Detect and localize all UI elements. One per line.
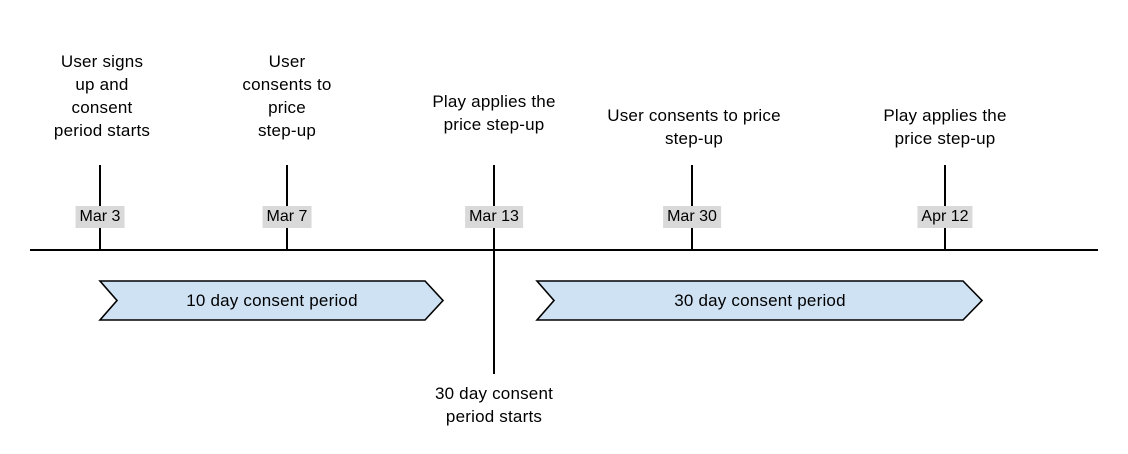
date-badge-mar-3: Mar 3	[75, 206, 125, 228]
date-badge-mar-7: Mar 7	[262, 206, 312, 228]
event-label-mar-13: Play applies the price step-up	[432, 92, 556, 134]
event-label-mar-3: User signs up and consent period starts	[53, 52, 151, 140]
event-label-mar-30: User consents to price step-up	[607, 106, 781, 148]
date-badge-mar-13: Mar 13	[465, 206, 523, 228]
consent-period-10day-banner-shape	[98, 280, 445, 321]
tick-mar-13-extension	[493, 250, 495, 374]
event-label-mar-7: User consents to price step-up	[242, 52, 332, 140]
date-badge-mar-30: Mar 30	[663, 206, 721, 228]
consent-period-30day-banner-shape	[535, 280, 984, 321]
event-label-apr-12: Play applies the price step-up	[883, 106, 1007, 148]
timeline-axis	[30, 249, 1098, 251]
note-30day-period-starts: 30 day consent period starts	[434, 384, 554, 426]
period-label-10day: 10 day consent period	[186, 291, 358, 310]
date-badge-apr-12: Apr 12	[917, 206, 973, 228]
period-label-30day: 30 day consent period	[674, 291, 846, 310]
